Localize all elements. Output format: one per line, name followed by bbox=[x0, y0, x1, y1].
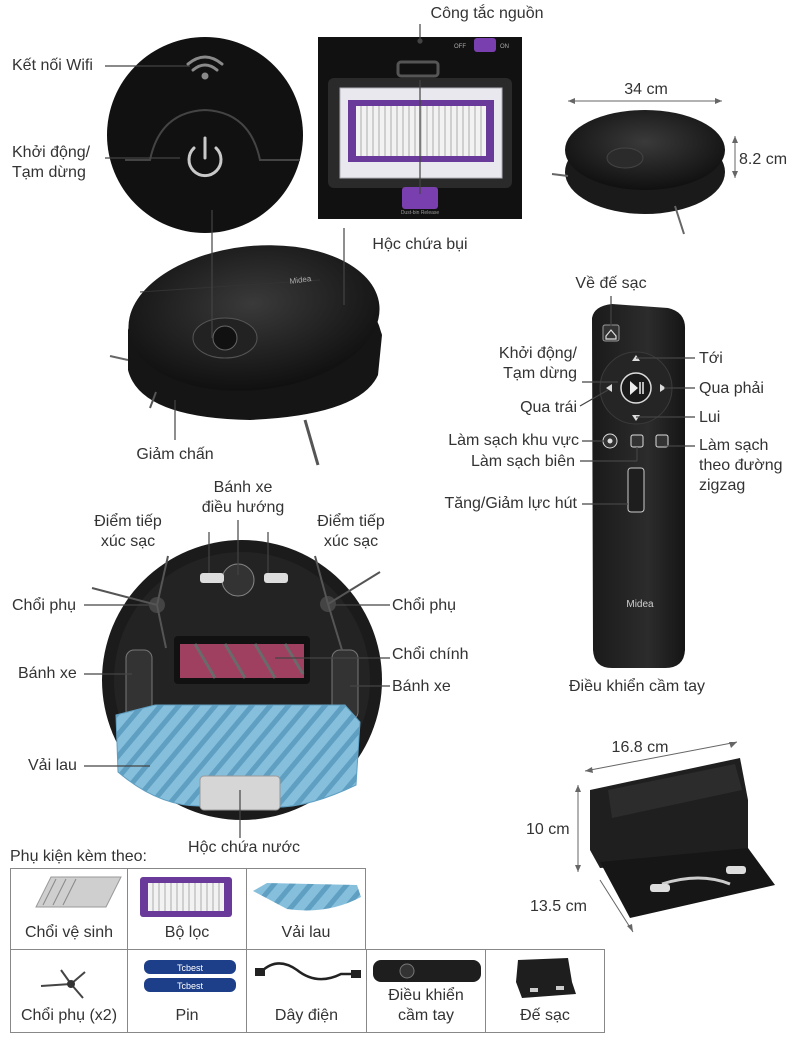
label-height-top: 8.2 cm bbox=[739, 151, 788, 168]
zigzag-icon bbox=[655, 434, 669, 448]
accessory-mop: Vải lau bbox=[246, 868, 366, 950]
play-pause-icon bbox=[630, 381, 638, 395]
remote-brand-text: Midea bbox=[626, 599, 654, 610]
label-nav-wheel: Bánh xe điều hướng bbox=[201, 479, 285, 516]
leader-lines bbox=[84, 24, 695, 838]
label-remote-home: Về đế sạc bbox=[575, 275, 647, 292]
label-main-brush: Chổi chính bbox=[392, 646, 469, 663]
power-cord-icon bbox=[255, 962, 361, 981]
accessory-power-cord: Dây điện bbox=[246, 949, 367, 1033]
label-remote-back: Lui bbox=[699, 409, 721, 426]
label-wheel-left: Bánh xe bbox=[18, 665, 77, 682]
label-remote-edge: Làm sạch biên bbox=[470, 453, 575, 470]
label-width-top: 34 cm bbox=[624, 81, 668, 98]
label-remote-forward: Tới bbox=[699, 350, 723, 367]
label-remote-spot: Làm sạch khu vực bbox=[448, 432, 579, 449]
accessory-label: Chổi phụ (x2) bbox=[20, 1007, 118, 1024]
accessories-title: Phụ kiện kèm theo: bbox=[10, 848, 147, 865]
arrow-right-icon bbox=[660, 384, 666, 392]
accessory-filter: Bộ lọc bbox=[127, 868, 247, 950]
remote-icon bbox=[373, 960, 481, 982]
accessory-cleaning-brush: Chổi vệ sinh bbox=[10, 868, 128, 950]
remote-photo: Midea bbox=[592, 304, 686, 668]
accessory-label: Chổi vệ sinh bbox=[24, 924, 114, 941]
label-remote-zigzag: Làm sạch theo đường zigzag bbox=[699, 437, 783, 494]
filter-icon bbox=[140, 877, 232, 917]
label-wifi: Kết nối Wifi bbox=[12, 57, 93, 74]
home-icon bbox=[605, 329, 617, 340]
dust-bin-release-text: Dust-bin Release bbox=[401, 210, 440, 216]
label-side-brush-right: Chổi phụ bbox=[392, 597, 457, 614]
accessory-remote: Điều khiển cầm tay bbox=[366, 949, 486, 1033]
robot-perspective-photo: Midea bbox=[109, 245, 382, 466]
label-charge-contact-right: Điểm tiếp xúc sạc bbox=[317, 513, 385, 550]
accessory-label: Đế sạc bbox=[520, 1007, 570, 1024]
accessory-dock: Đế sạc bbox=[485, 949, 605, 1033]
wifi-icon bbox=[186, 55, 224, 80]
accessory-label: Bộ lọc bbox=[164, 924, 210, 941]
label-remote-start-pause: Khởi động/ Tạm dừng bbox=[498, 345, 577, 382]
battery-brand-text: Tcbest bbox=[177, 963, 204, 973]
label-dock-height: 10 cm bbox=[526, 821, 570, 838]
power-icon bbox=[187, 136, 223, 178]
suction-icon bbox=[627, 467, 645, 513]
accessory-battery: Tcbest Tcbest Pin bbox=[127, 949, 247, 1033]
label-dock-width: 16.8 cm bbox=[611, 739, 669, 756]
accessory-label: Vải lau bbox=[281, 924, 331, 941]
label-start-pause: Khởi động/ Tạm dừng bbox=[12, 144, 91, 181]
label-charge-contact-left: Điểm tiếp xúc sạc bbox=[94, 513, 162, 550]
accessory-label: Dây điện bbox=[274, 1007, 339, 1024]
battery-icon: Tcbest Tcbest bbox=[144, 960, 236, 992]
cleaning-brush-icon bbox=[35, 876, 122, 908]
side-brush-icon bbox=[40, 969, 86, 999]
accessory-label: Pin bbox=[175, 1007, 199, 1024]
switch-on-text: ON bbox=[500, 44, 509, 50]
label-power-switch: Công tắc nguồn bbox=[430, 5, 544, 22]
dock-photo bbox=[575, 741, 775, 933]
switch-off-text: OFF bbox=[454, 44, 466, 50]
label-remote-suction: Tăng/Giảm lực hút bbox=[444, 495, 577, 512]
label-dust-bin: Hộc chứa bụi bbox=[372, 236, 468, 253]
label-mop: Vải lau bbox=[28, 757, 77, 774]
arrow-left-icon bbox=[606, 384, 612, 392]
label-wheel-right: Bánh xe bbox=[392, 678, 451, 695]
label-remote-caption: Điều khiển cầm tay bbox=[568, 678, 706, 695]
robot-brand-text: Midea bbox=[289, 274, 312, 286]
mop-icon bbox=[253, 883, 361, 911]
label-remote-left: Qua trái bbox=[520, 399, 577, 416]
label-water-tank: Hộc chứa nước bbox=[188, 839, 300, 856]
accessory-side-brush: Chổi phụ (x2) bbox=[10, 949, 128, 1033]
label-side-brush-left: Chổi phụ bbox=[12, 597, 77, 614]
battery-brand-text-2: Tcbest bbox=[177, 981, 204, 991]
label-dock-depth: 13.5 cm bbox=[530, 898, 587, 915]
dock-icon bbox=[516, 958, 576, 998]
edge-icon bbox=[630, 434, 644, 448]
robot-bottom-photo bbox=[91, 540, 382, 820]
label-remote-right: Qua phải bbox=[699, 380, 764, 397]
robot-side-photo bbox=[551, 98, 738, 235]
accessory-label: Điều khiển cầm tay bbox=[388, 987, 464, 1024]
robot-top-closeup bbox=[107, 37, 303, 233]
label-bumper: Giảm chấn bbox=[136, 446, 214, 463]
